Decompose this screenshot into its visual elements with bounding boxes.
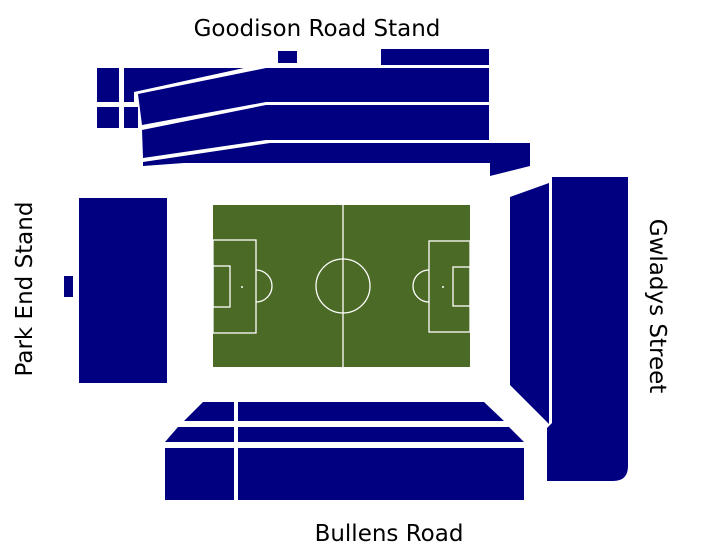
goodison-corner-block-upper[interactable] [97, 68, 119, 102]
bullens-middle-left-section[interactable] [165, 427, 234, 442]
left-penalty-spot [241, 286, 243, 288]
bullens-upper-left-section[interactable] [184, 402, 234, 421]
goodison-upper-left-tier[interactable] [124, 68, 244, 102]
park-end-stand [64, 198, 167, 383]
left-goal-area [212, 265, 231, 308]
bullens-road-label: Bullens Road [315, 521, 464, 547]
right-goal-area [452, 266, 471, 307]
pitch-surface [213, 205, 470, 367]
bullens-middle-section[interactable] [238, 427, 524, 442]
gwladys-street-label: Gwladys Street [644, 219, 670, 394]
goodison-upper-tier[interactable] [138, 68, 489, 125]
bullens-lower-section[interactable] [238, 448, 524, 500]
park-end-stand-label: Park End Stand [12, 202, 38, 377]
gwladys-street-stand [510, 177, 628, 481]
football-pitch [212, 205, 471, 367]
centre-circle [315, 258, 371, 314]
goodison-box-small[interactable] [278, 51, 297, 63]
bullens-upper-section[interactable] [238, 402, 504, 421]
goodison-corner-block-lower-inner[interactable] [124, 107, 138, 128]
goodison-corner-block-lower[interactable] [97, 107, 119, 128]
left-penalty-arc [255, 269, 273, 303]
bullens-road-stand [165, 402, 524, 500]
gwladys-outer-section[interactable] [547, 177, 628, 481]
goodison-lower-tier[interactable] [143, 143, 530, 176]
park-end-small-box[interactable] [64, 276, 73, 297]
right-penalty-spot [442, 286, 444, 288]
right-penalty-arc [412, 269, 430, 303]
goodison-road-stand-label: Goodison Road Stand [194, 16, 441, 42]
goodison-road-stand [97, 49, 530, 176]
goodison-upper-right-section[interactable] [381, 49, 489, 65]
bullens-lower-left-section[interactable] [165, 448, 234, 500]
park-end-main-section[interactable] [79, 198, 167, 383]
goodison-middle-tier[interactable] [142, 105, 489, 158]
gwladys-inner-section[interactable] [510, 183, 549, 424]
